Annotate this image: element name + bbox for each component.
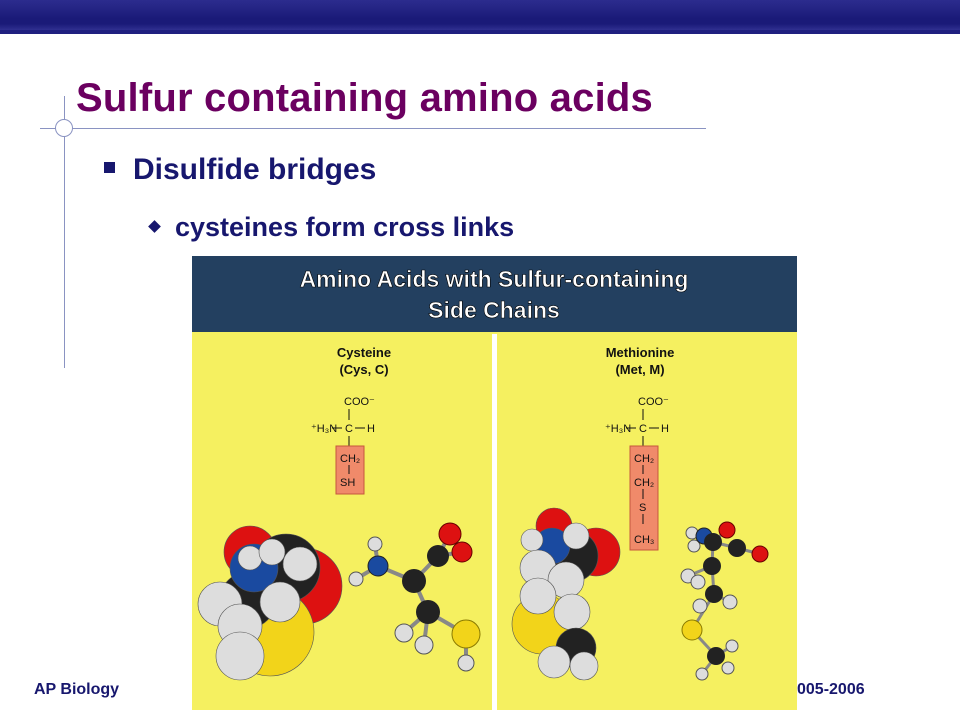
hydrogen-atom [258, 538, 286, 566]
carbon-atom [728, 539, 746, 557]
bullet-level1-text: Disulfide bridges [133, 153, 377, 186]
carbon-atom [707, 647, 725, 665]
methionine-amine: ⁺H₃N [605, 423, 631, 435]
methionine-panel: Methionine (Met, M) COO⁻ ⁺H₃N C H CH₂ CH… [605, 345, 675, 551]
square-bullet-icon [104, 162, 115, 173]
oxygen-atom [718, 521, 736, 539]
cysteine-carboxyl: COO⁻ [344, 396, 375, 408]
sulfur-atom [451, 619, 481, 649]
cysteine-amine: ⁺H₃N [311, 423, 337, 435]
methionine-side-chain-box [629, 445, 659, 551]
hydrogen-atom [721, 661, 735, 675]
hydrogen-atom [687, 539, 701, 553]
hydrogen-atom [259, 581, 301, 623]
cysteine-alpha-carbon: C [345, 423, 353, 435]
methionine-side-chain-1: CH₂ [634, 477, 654, 489]
bullet-level2: cysteines form cross links [148, 212, 515, 243]
hydrogen-atom [282, 546, 318, 582]
slide-title: Sulfur containing amino acids [76, 76, 653, 120]
cysteine-hydrogen: H [367, 423, 375, 435]
figure-header-line1: Amino Acids with Sulfur-containing [300, 266, 689, 292]
carbon-atom [427, 545, 449, 567]
cysteine-side-chain-0: CH₂ [340, 453, 360, 465]
hydrogen-atom [722, 594, 738, 610]
hydrogen-atom [569, 651, 599, 681]
hydrogen-atom [553, 593, 591, 631]
hydrogen-atom [348, 571, 364, 587]
bullet-level1: Disulfide bridges [104, 153, 376, 187]
cysteine-side-chain-box [335, 445, 365, 495]
carbon-atom [402, 569, 426, 593]
cysteine-space-filling-model [197, 525, 343, 681]
methionine-carboxyl: COO⁻ [638, 396, 669, 408]
hydrogen-atom [215, 631, 265, 681]
hydrogen-atom [414, 635, 434, 655]
cysteine-side-chain-1: SH [340, 477, 355, 489]
diamond-bullet-icon [148, 220, 161, 233]
oxygen-atom [451, 541, 473, 563]
carbon-atom [416, 600, 440, 624]
footer-year-label: 005-2006 [797, 681, 865, 698]
hydrogen-atom [725, 639, 739, 653]
cysteine-abbrev: (Cys, C) [339, 362, 388, 377]
hydrogen-atom [692, 598, 708, 614]
oxygen-atom [438, 522, 462, 546]
hydrogen-atom [690, 574, 706, 590]
methionine-side-chain-3: CH₃ [634, 534, 654, 546]
panel-divider [492, 334, 497, 710]
carbon-atom [705, 585, 723, 603]
methionine-side-chain-2: S [639, 502, 646, 514]
title-bar-band [0, 0, 960, 34]
methionine-name: Methionine [606, 345, 675, 360]
hydrogen-atom [520, 528, 544, 552]
methionine-alpha-carbon: C [639, 423, 647, 435]
hydrogen-atom [695, 667, 709, 681]
hydrogen-atom [537, 645, 571, 679]
hydrogen-atom [367, 536, 383, 552]
cysteine-ball-and-stick-model [348, 522, 481, 672]
hydrogen-atom [519, 577, 557, 615]
hydrogen-atom [237, 545, 263, 571]
methionine-ball-and-stick-model [680, 521, 769, 681]
methionine-hydrogen: H [661, 423, 669, 435]
bullet-level2-text: cysteines form cross links [175, 212, 515, 242]
methionine-side-chain-0: CH₂ [634, 453, 654, 465]
hydrogen-atom [394, 623, 414, 643]
figure-header-line2: Side Chains [428, 297, 560, 323]
decorative-vertical-rule [64, 96, 65, 368]
footer-course-label: AP Biology [34, 681, 120, 698]
carbon-atom [703, 557, 721, 575]
crosshair-ornament [55, 119, 73, 137]
oxygen-atom [751, 545, 769, 563]
decorative-horizontal-rule [40, 128, 706, 129]
hydrogen-atom [562, 522, 590, 550]
sulfur-atom [681, 619, 703, 641]
methionine-abbrev: (Met, M) [615, 362, 664, 377]
amino-acid-figure: Amino Acids with Sulfur-containing Side … [192, 256, 797, 710]
carbon-atom [704, 533, 722, 551]
figure-header-bg [192, 256, 797, 332]
nitrogen-atom [367, 555, 389, 577]
methionine-space-filling-model [511, 507, 621, 681]
cysteine-name: Cysteine [337, 345, 391, 360]
cysteine-panel: Cysteine (Cys, C) COO⁻ ⁺H₃N C H CH₂ SH [311, 345, 391, 495]
hydrogen-atom [457, 654, 475, 672]
